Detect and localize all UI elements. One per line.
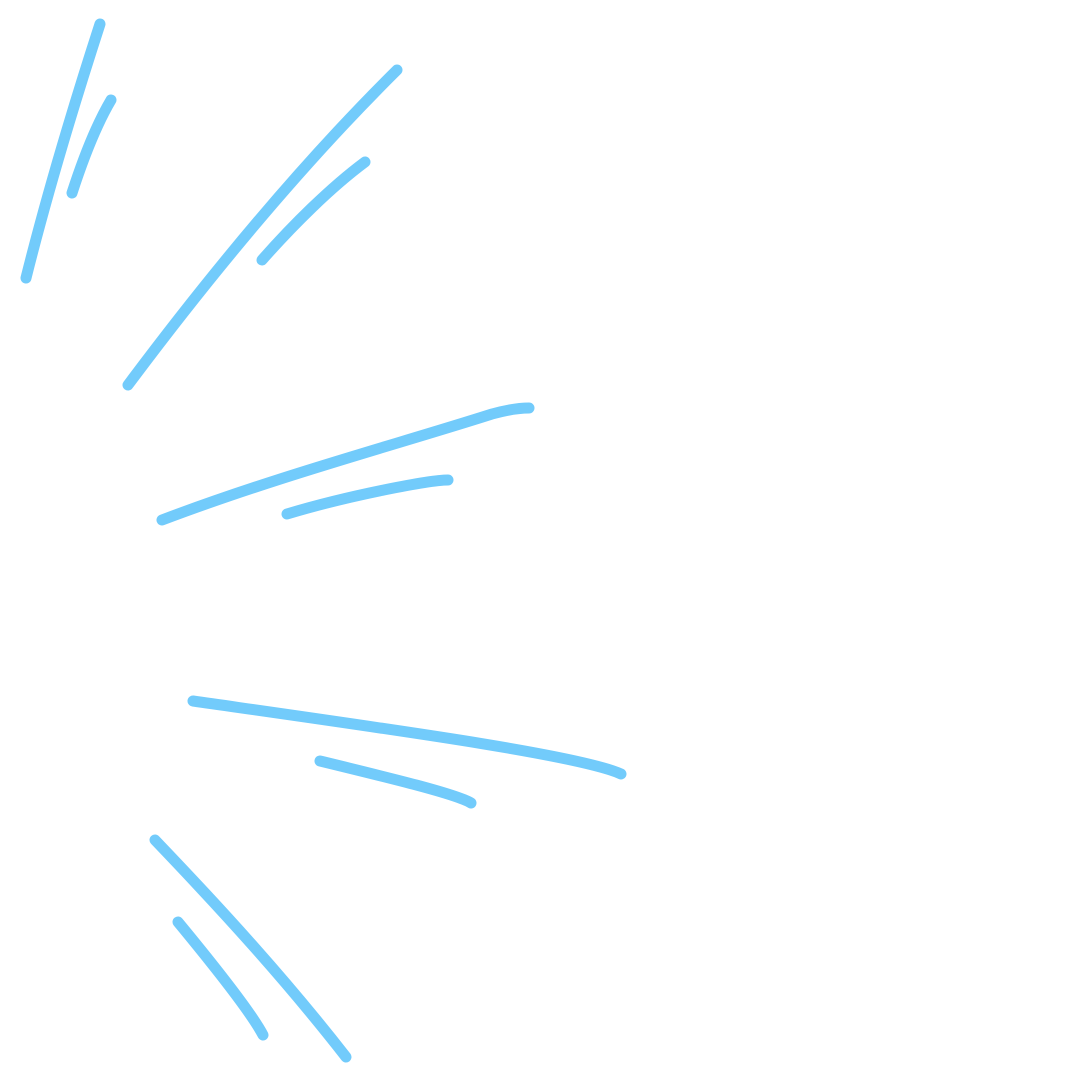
stroke-top-left-short	[66, 94, 117, 199]
stroke-lower-short	[314, 755, 477, 809]
stroke-upper-diagonal-short	[256, 156, 371, 266]
stroke-bottom-diagonal-short	[172, 916, 269, 1041]
stroke-middle-long	[156, 402, 535, 526]
stroke-upper-diagonal-long	[122, 64, 403, 391]
stroke-middle-short	[281, 474, 454, 520]
stroke-top-left-long	[20, 18, 106, 284]
stroke-lower-long	[187, 695, 627, 780]
stroke-bottom-diagonal-long	[149, 834, 352, 1063]
